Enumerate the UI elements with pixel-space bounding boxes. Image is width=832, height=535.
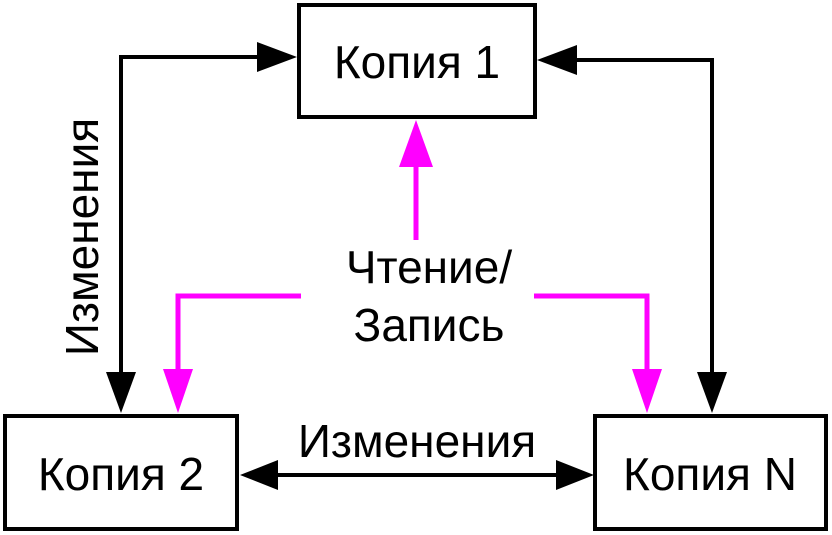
- node-copy-n: Копия N: [593, 414, 828, 531]
- label-readwrite-line2: Запись: [354, 299, 505, 351]
- edge-readwrite-up: [399, 120, 433, 240]
- node-copy-2: Копия 2: [3, 414, 239, 531]
- node-copy-1: Копия 1: [297, 3, 537, 119]
- arrowhead-right-into-copy1: [257, 42, 297, 72]
- arrowhead-down-into-copyn-accent: [632, 369, 662, 413]
- node-copy-n-label: Копия N: [623, 448, 797, 500]
- node-copy-n-box: [593, 414, 828, 531]
- edge-changes-right-line: [577, 58, 714, 373]
- edge-readwrite-right-line: [534, 293, 650, 371]
- edge-readwrite-left: [163, 293, 301, 413]
- arrowhead-down-into-copy2: [106, 372, 136, 413]
- arrowhead-down-into-copy2-accent: [163, 369, 193, 413]
- node-copy-1-box: [297, 3, 537, 119]
- arrowhead-left-into-copy2: [240, 460, 278, 490]
- arrowhead-up-into-copy1: [399, 120, 433, 167]
- arrowhead-down-into-copyn: [697, 372, 727, 413]
- label-readwrite-line1: Чтение/: [346, 241, 512, 293]
- edge-changes-bottom: [240, 460, 594, 490]
- node-copy-2-label: Копия 2: [38, 448, 204, 500]
- arrowhead-left-into-copy1: [537, 45, 577, 75]
- edge-readwrite-right: [534, 293, 662, 413]
- arrowhead-right-into-copyn: [556, 460, 594, 490]
- edge-changes-left: [106, 42, 297, 413]
- edge-readwrite-left-line: [175, 293, 301, 371]
- label-changes-horizontal: Изменения: [298, 415, 536, 467]
- edge-changes-left-line: [119, 55, 259, 373]
- label-changes-vertical: Изменения: [56, 118, 108, 356]
- node-copy-2-box: [3, 414, 239, 531]
- node-copy-1-label: Копия 1: [334, 36, 500, 88]
- edge-changes-right: [537, 45, 727, 413]
